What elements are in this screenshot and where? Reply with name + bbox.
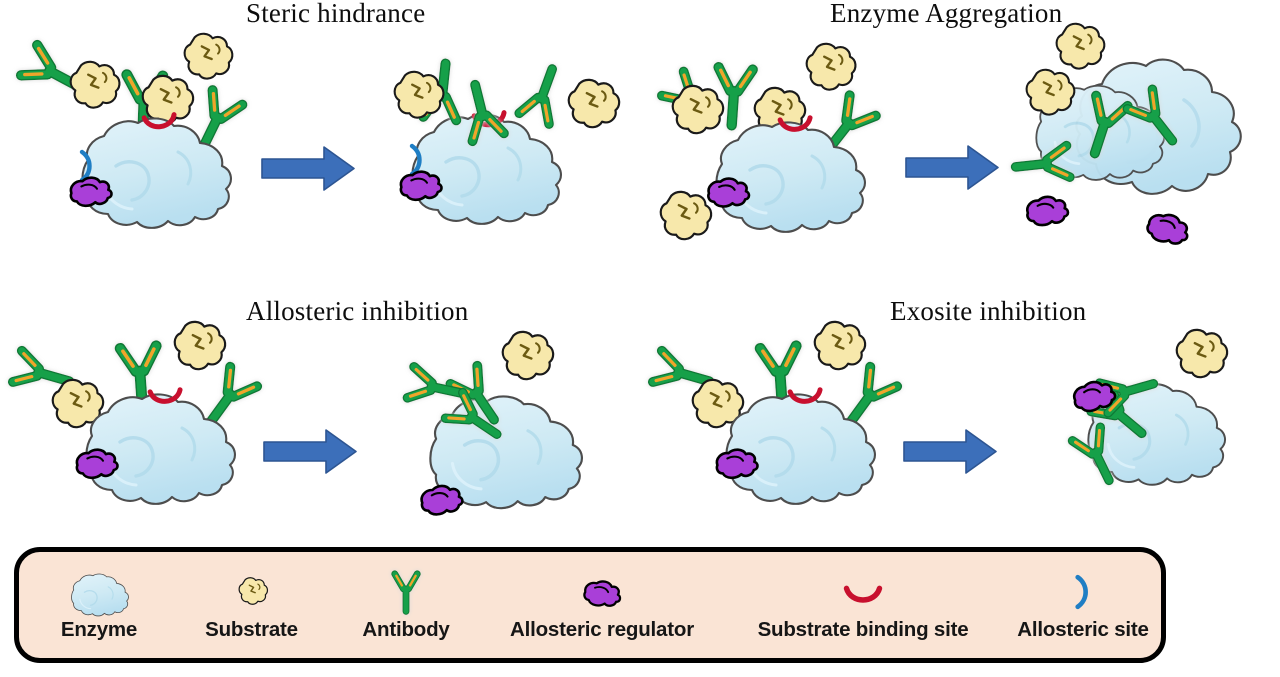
panel-title-allosteric-inhibition: Allosteric inhibition (246, 296, 469, 326)
legend-item-substrate: Substrate (169, 552, 334, 658)
before-state-allosteric (13, 320, 257, 506)
substrate-binding-site-icon (843, 584, 883, 606)
stage-enzyme-aggregation (640, 22, 1280, 272)
legend-label-enzyme: Enzyme (60, 618, 138, 641)
legend-item-enzyme: Enzyme (19, 552, 179, 658)
legend-label-allosteric-site: Allosteric site (1017, 618, 1149, 641)
enzyme-icon (68, 570, 130, 617)
legend-panel: Enzyme Substrate Antibody (14, 547, 1166, 663)
before-state-aggregation (661, 42, 876, 241)
legend-items: Enzyme Substrate Antibody (19, 552, 1161, 658)
after-state-exosite (1071, 328, 1229, 487)
stage-steric-hindrance (0, 22, 640, 272)
panel-title-steric-hindrance: Steric hindrance (246, 0, 426, 28)
before-state-steric (21, 32, 242, 230)
antibody-icon (381, 566, 431, 618)
panel-steric-hindrance: Steric hindrance (0, 0, 640, 290)
panel-enzyme-aggregation: Enzyme Aggregation (640, 0, 1280, 290)
panel-allosteric-inhibition: Allosteric inhibition (0, 290, 640, 540)
legend-item-antibody: Antibody (331, 552, 481, 658)
after-state-steric (393, 62, 621, 226)
stage-exosite-inhibition (640, 320, 1280, 540)
legend-item-allosteric-regulator: Allosteric regulator (477, 552, 727, 658)
legend-label-antibody: Antibody (362, 618, 450, 641)
after-state-aggregation (1014, 22, 1243, 247)
panel-title-exosite-inhibition: Exosite inhibition (890, 296, 1087, 326)
transition-arrow-exosite (903, 429, 997, 474)
before-state-exosite (653, 320, 897, 506)
transition-arrow-aggregation (905, 145, 999, 190)
panel-title-enzyme-aggregation: Enzyme Aggregation (830, 0, 1063, 28)
stage-allosteric-inhibition (0, 320, 640, 540)
legend-item-substrate-binding-site: Substrate binding site (727, 552, 999, 658)
panel-exosite-inhibition: Exosite inhibition (640, 290, 1280, 540)
transition-arrow-allosteric (263, 429, 357, 474)
legend-label-allosteric-regulator: Allosteric regulator (510, 618, 694, 641)
after-state-allosteric (407, 330, 584, 520)
allosteric-regulator-icon (580, 578, 624, 608)
legend-label-substrate-binding-site: Substrate binding site (757, 618, 969, 641)
transition-arrow-steric (261, 146, 355, 191)
legend-label-substrate: Substrate (205, 618, 298, 641)
legend-item-allosteric-site: Allosteric site (995, 552, 1171, 658)
allosteric-site-icon (1074, 574, 1092, 610)
substrate-icon (236, 574, 268, 606)
